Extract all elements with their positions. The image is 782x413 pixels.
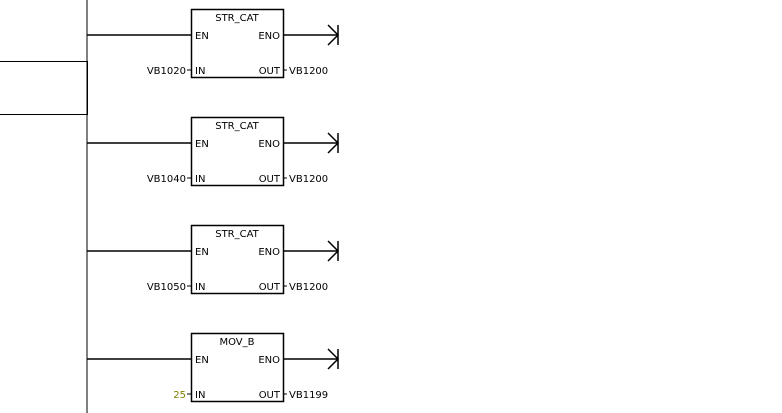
pin-en-label: EN [195, 139, 209, 150]
pin-out-label: OUT [259, 66, 281, 77]
eno-arrow-icon [327, 132, 340, 154]
instruction-name: STR_CAT [215, 121, 259, 132]
pin-in-label: IN [195, 390, 205, 401]
out-operand: VB1200 [289, 174, 328, 185]
pin-eno-label: ENO [258, 247, 280, 258]
instruction-box [190, 8, 285, 79]
instruction-box [190, 332, 285, 403]
pin-en-label: EN [195, 31, 209, 42]
rail-contact-box [0, 61, 88, 115]
pin-eno-label: ENO [258, 31, 280, 42]
pin-eno-label: ENO [258, 355, 280, 366]
pin-en-label: EN [195, 247, 209, 258]
pin-eno-label: ENO [258, 139, 280, 150]
in-operand: 25 [173, 390, 186, 401]
eno-arrow-icon [327, 24, 340, 46]
rung-1: STR_CAT EN ENO IN OUT VB1020 VB1200 [87, 8, 340, 79]
instruction-name: STR_CAT [215, 229, 259, 240]
pin-out-label: OUT [259, 174, 281, 185]
in-operand: VB1050 [147, 282, 186, 293]
eno-arrow-icon [327, 348, 340, 370]
instruction-box [190, 224, 285, 295]
in-operand: VB1040 [147, 174, 186, 185]
instruction-name: STR_CAT [215, 13, 259, 24]
instruction-name: MOV_B [219, 337, 254, 348]
out-operand: VB1200 [289, 66, 328, 77]
in-operand: VB1020 [147, 66, 186, 77]
rung-3: STR_CAT EN ENO IN OUT VB1050 VB1200 [87, 224, 340, 295]
eno-arrow-icon [327, 240, 340, 262]
pin-in-label: IN [195, 282, 205, 293]
out-operand: VB1199 [289, 390, 328, 401]
instruction-box [190, 116, 285, 187]
pin-out-label: OUT [259, 390, 281, 401]
out-operand: VB1200 [289, 282, 328, 293]
pin-out-label: OUT [259, 282, 281, 293]
pin-in-label: IN [195, 174, 205, 185]
pin-en-label: EN [195, 355, 209, 366]
pin-in-label: IN [195, 66, 205, 77]
rung-4: MOV_B EN ENO IN OUT 25 VB1199 [87, 332, 340, 403]
rung-2: STR_CAT EN ENO IN OUT VB1040 VB1200 [87, 116, 340, 187]
